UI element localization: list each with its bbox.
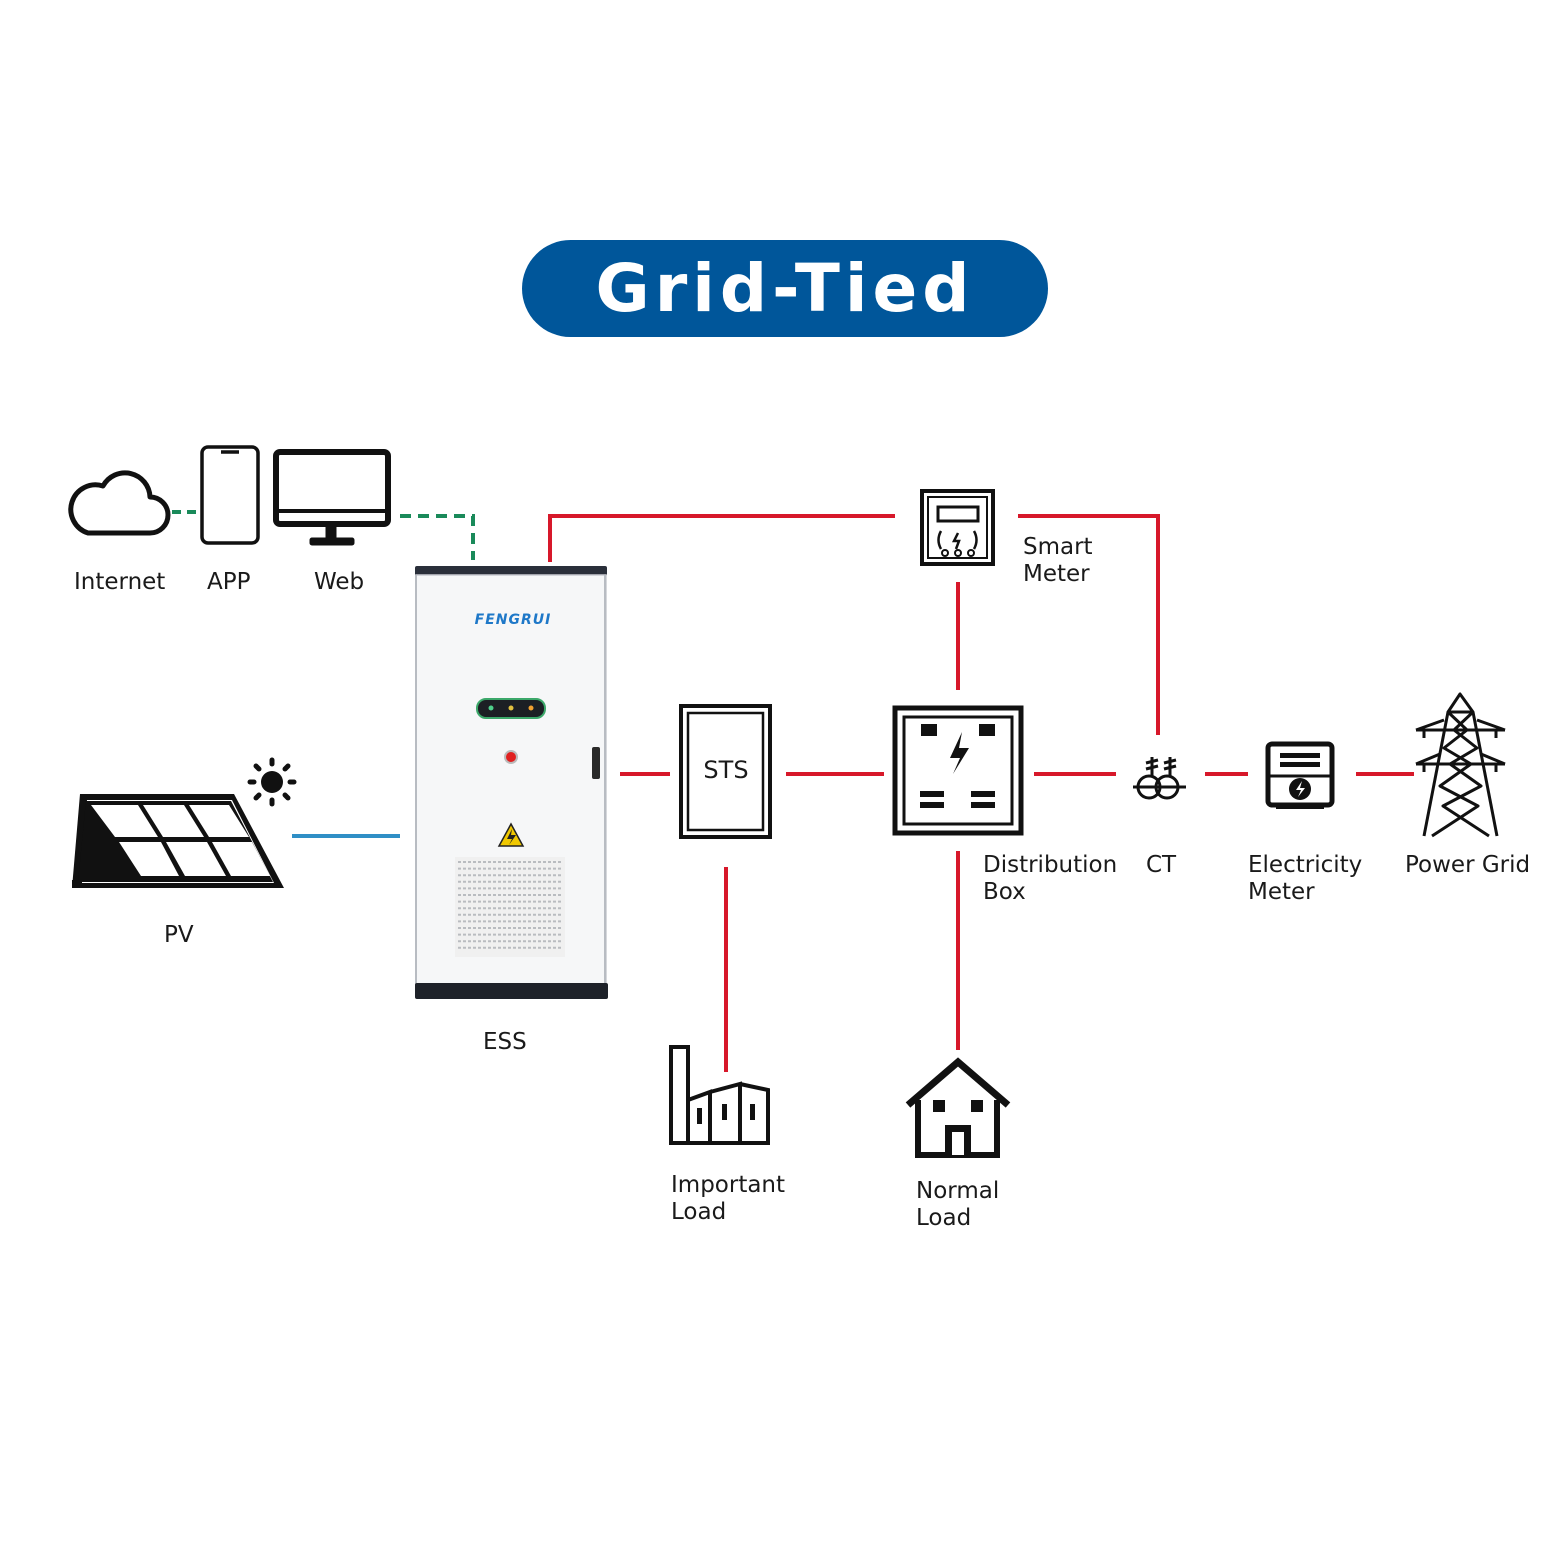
- cloud-icon: [68, 470, 171, 536]
- comm-link-web-ess: [400, 514, 475, 560]
- house-icon: [905, 1057, 1011, 1158]
- ess-label: ESS: [483, 1029, 527, 1055]
- smart-meter-icon: [920, 489, 995, 566]
- distribution-box-label: Distribution Box: [983, 852, 1118, 905]
- electricity-meter-label: Electricity Meter: [1248, 852, 1363, 905]
- important-load-label: Important Load: [671, 1172, 786, 1225]
- power-grid-label: Power Grid: [1405, 852, 1531, 878]
- transmission-tower-icon: [1415, 692, 1506, 838]
- ac-link-smart-meter-ct: [1018, 514, 1160, 735]
- pv-label: PV: [164, 922, 194, 948]
- ess-brand-logo: FENGRUI: [474, 612, 552, 628]
- monitor-icon: [273, 449, 391, 546]
- web-label: Web: [314, 569, 365, 595]
- internet-label: Internet: [74, 569, 166, 595]
- sts-label: STS: [703, 756, 749, 784]
- communication-links: [172, 510, 475, 560]
- factory-icon: [669, 1045, 770, 1145]
- ess-cabinet: [415, 566, 608, 999]
- solar-panel-icon: [72, 794, 284, 888]
- diagram-title: Grid-Tied: [595, 250, 975, 327]
- electricity-meter-icon: [1265, 741, 1335, 809]
- ct-transformer-icon: [1133, 757, 1186, 800]
- smart-meter-label: Smart Meter: [1023, 534, 1093, 587]
- smartphone-icon: [200, 445, 260, 545]
- ac-link-ess-smart-meter: [548, 514, 895, 562]
- title-banner: Grid-Tied: [522, 240, 1048, 337]
- ct-label: CT: [1146, 852, 1177, 878]
- sts-box: [679, 704, 772, 839]
- app-label: APP: [207, 569, 251, 595]
- distribution-box-icon: [892, 705, 1024, 836]
- sun-icon: [247, 757, 297, 807]
- normal-load-label: Normal Load: [916, 1178, 1000, 1231]
- ac-links: [548, 514, 1414, 1072]
